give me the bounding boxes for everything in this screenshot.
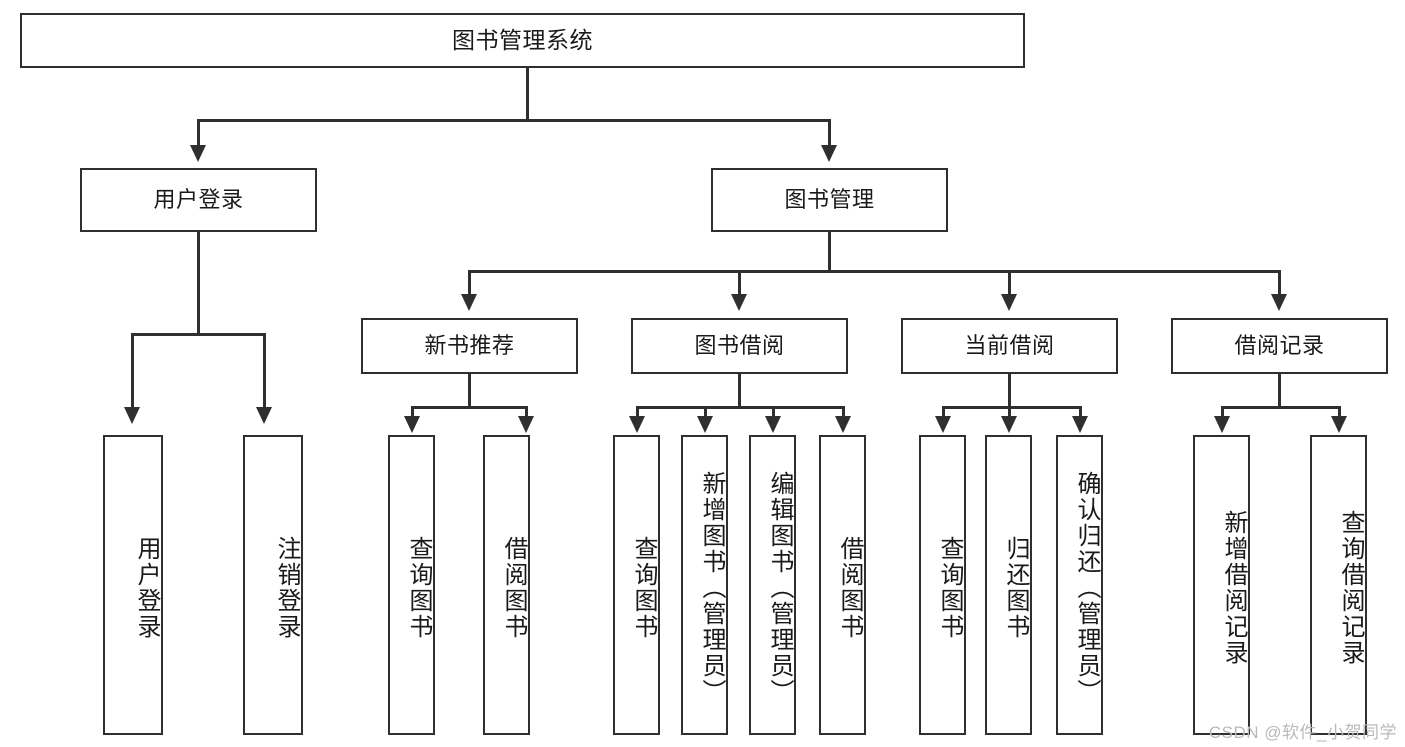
node-label: 图书管理系统	[452, 26, 593, 53]
leaf-label: 注销登录	[273, 536, 300, 640]
connector-user-login-drop-2	[263, 333, 266, 408]
connector-cb-drop-2	[1008, 406, 1011, 418]
leaf-nbr-borrow-book[interactable]: 借阅图书	[483, 435, 530, 735]
node-book-management[interactable]: 图书管理	[711, 168, 948, 232]
leaf-label: 查询图书	[405, 536, 432, 640]
leaf-bb-borrow-book[interactable]: 借阅图书	[819, 435, 866, 735]
connector-book-management-stem	[828, 232, 831, 272]
connector-nbr-bus	[411, 406, 528, 409]
arrowhead-to-book-borrow	[731, 294, 747, 311]
leaf-label: 新增图书（管理员）	[698, 471, 725, 705]
connector-bm-drop-3	[1008, 270, 1011, 295]
arrowhead-bb-leaf-2	[697, 416, 713, 433]
leaf-nbr-query-book[interactable]: 查询图书	[388, 435, 435, 735]
connector-bb-bus	[636, 406, 845, 409]
connector-cb-drop-1	[942, 406, 945, 418]
node-label: 当前借阅	[964, 332, 1055, 358]
connector-cb-drop-3	[1079, 406, 1082, 418]
arrowhead-to-user-login	[190, 145, 206, 162]
connector-user-login-drop-1	[131, 333, 134, 408]
leaf-label: 新增借阅记录	[1220, 510, 1247, 666]
arrowhead-to-borrow-record	[1271, 294, 1287, 311]
node-label: 图书借阅	[694, 332, 785, 358]
arrowhead-to-current-borrow	[1001, 294, 1017, 311]
connector-nbr-stem	[468, 374, 471, 408]
arrowhead-br-leaf-1	[1214, 416, 1230, 433]
watermark-text: CSDN @软件_小贺同学	[1208, 723, 1397, 742]
node-label: 借阅记录	[1234, 332, 1325, 358]
connector-bb-drop-3	[772, 406, 775, 418]
arrowhead-br-leaf-2	[1331, 416, 1347, 433]
connector-nbr-drop-1	[411, 406, 414, 418]
connector-bb-stem	[738, 374, 741, 408]
leaf-bb-query-book[interactable]: 查询图书	[613, 435, 660, 735]
node-label: 图书管理	[784, 186, 875, 212]
leaf-br-query-record[interactable]: 查询借阅记录	[1310, 435, 1367, 735]
arrowhead-cb-leaf-1	[935, 416, 951, 433]
connector-br-drop-2	[1338, 406, 1341, 418]
leaf-label: 编辑图书（管理员）	[766, 471, 793, 705]
connector-root-bus	[197, 119, 831, 122]
arrowhead-nbr-leaf-1	[404, 416, 420, 433]
arrowhead-bb-leaf-3	[765, 416, 781, 433]
connector-nbr-drop-2	[525, 406, 528, 418]
leaf-label: 用户登录	[133, 536, 160, 640]
node-book-borrow[interactable]: 图书借阅	[631, 318, 848, 374]
leaf-logout[interactable]: 注销登录	[243, 435, 303, 735]
connector-root-stem	[526, 68, 529, 121]
arrowhead-bb-leaf-4	[835, 416, 851, 433]
node-borrow-record[interactable]: 借阅记录	[1171, 318, 1388, 374]
node-label: 用户登录	[153, 186, 244, 212]
leaf-bb-add-book-admin[interactable]: 新增图书（管理员）	[681, 435, 728, 735]
connector-bb-drop-2	[704, 406, 707, 418]
leaf-bb-edit-book-admin[interactable]: 编辑图书（管理员）	[749, 435, 796, 735]
arrowhead-cb-leaf-3	[1072, 416, 1088, 433]
node-user-login[interactable]: 用户登录	[80, 168, 317, 232]
connector-root-drop-1	[197, 119, 200, 146]
leaf-cb-return-book[interactable]: 归还图书	[985, 435, 1032, 735]
connector-cb-stem	[1008, 374, 1011, 408]
leaf-label: 查询图书	[630, 536, 657, 640]
leaf-label: 归还图书	[1002, 536, 1029, 640]
connector-bm-drop-2	[738, 270, 741, 295]
leaf-br-add-record[interactable]: 新增借阅记录	[1193, 435, 1250, 735]
connector-cb-bus	[942, 406, 1082, 409]
connector-user-login-bus	[131, 333, 266, 336]
leaf-label: 查询图书	[936, 536, 963, 640]
connector-br-bus	[1221, 406, 1341, 409]
connector-bb-drop-4	[842, 406, 845, 418]
arrowhead-bb-leaf-1	[629, 416, 645, 433]
connector-br-drop-1	[1221, 406, 1224, 418]
arrowhead-to-leaf-user-login	[124, 407, 140, 424]
arrowhead-to-new-book-recommend	[461, 294, 477, 311]
arrowhead-to-leaf-logout	[256, 407, 272, 424]
leaf-label: 查询借阅记录	[1337, 510, 1364, 666]
connector-root-drop-2	[828, 119, 831, 146]
leaf-cb-query-book[interactable]: 查询图书	[919, 435, 966, 735]
connector-book-management-bus	[468, 270, 1280, 273]
connector-bm-drop-4	[1278, 270, 1281, 295]
leaf-cb-confirm-return-admin[interactable]: 确认归还（管理员）	[1056, 435, 1103, 735]
connector-bb-drop-1	[636, 406, 639, 418]
leaf-label: 借阅图书	[500, 536, 527, 640]
leaf-label: 确认归还（管理员）	[1073, 471, 1100, 705]
node-current-borrow[interactable]: 当前借阅	[901, 318, 1118, 374]
node-book-management-system[interactable]: 图书管理系统	[20, 13, 1025, 68]
connector-user-login-stem	[197, 232, 200, 335]
connector-bm-drop-1	[468, 270, 471, 295]
node-label: 新书推荐	[424, 332, 515, 358]
connector-br-stem	[1278, 374, 1281, 408]
arrowhead-nbr-leaf-2	[518, 416, 534, 433]
leaf-label: 借阅图书	[836, 536, 863, 640]
arrowhead-cb-leaf-2	[1001, 416, 1017, 433]
leaf-user-login[interactable]: 用户登录	[103, 435, 163, 735]
node-new-book-recommend[interactable]: 新书推荐	[361, 318, 578, 374]
arrowhead-to-book-management	[821, 145, 837, 162]
